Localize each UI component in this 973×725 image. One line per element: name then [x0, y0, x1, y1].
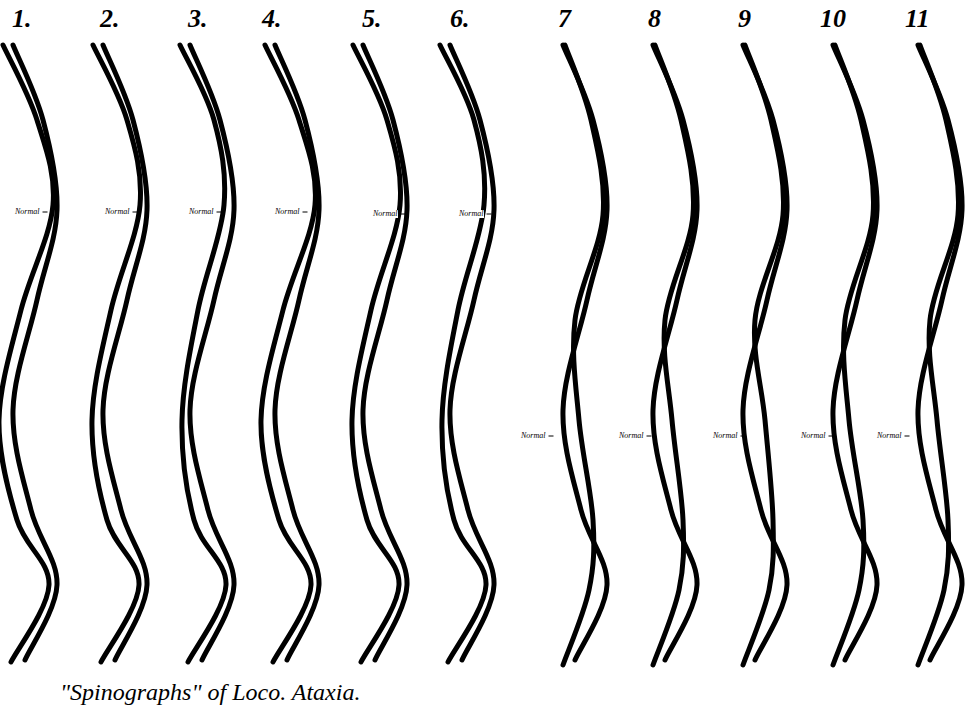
- spine-curve: [563, 45, 604, 665]
- figure-number: 7: [558, 6, 571, 32]
- marker-tick: [549, 436, 554, 437]
- spine-curve: [103, 45, 147, 660]
- figure-number: 10: [820, 6, 846, 32]
- normal-marker: Normal: [800, 432, 826, 440]
- spine-curve: [653, 45, 694, 665]
- spine-curve: [450, 45, 494, 660]
- figure-number: 9: [738, 6, 751, 32]
- normal-marker: Normal: [520, 432, 546, 440]
- spine-curve: [0, 45, 53, 662]
- spine-curve: [440, 45, 486, 662]
- marker-tick: [133, 212, 138, 213]
- spine-curve: [352, 45, 401, 662]
- normal-marker: Normal: [618, 432, 644, 440]
- spine-curve: [92, 45, 141, 662]
- spine-curve: [261, 45, 315, 662]
- spine-curve: [833, 45, 877, 660]
- spine-curve: [918, 45, 959, 665]
- figure-number: 4.: [262, 6, 282, 32]
- figure-number: 8: [648, 6, 661, 32]
- marker-tick: [741, 436, 746, 437]
- figure-caption: "Spinographs" of Loco. Ataxia.: [60, 680, 360, 704]
- spine-curve: [743, 45, 787, 660]
- normal-marker: Normal: [14, 208, 40, 216]
- figure-number: 3.: [188, 6, 208, 32]
- spine-curve: [833, 45, 874, 665]
- normal-marker: Normal: [104, 208, 130, 216]
- spine-curve: [190, 45, 234, 660]
- marker-tick: [217, 212, 222, 213]
- marker-tick: [401, 214, 406, 215]
- figure-number: 1.: [12, 6, 32, 32]
- marker-tick: [487, 214, 492, 215]
- normal-marker: Normal: [274, 208, 300, 216]
- figure-number: 6.: [450, 6, 470, 32]
- spine-curve: [180, 45, 226, 662]
- marker-tick: [303, 212, 308, 213]
- normal-marker: Normal: [458, 210, 484, 218]
- spine-curve: [563, 45, 607, 660]
- spine-curve: [275, 45, 319, 660]
- marker-tick: [43, 212, 48, 213]
- spine-curve: [743, 45, 784, 665]
- normal-marker: Normal: [712, 432, 738, 440]
- normal-marker: Normal: [372, 210, 398, 218]
- marker-tick: [647, 436, 652, 437]
- spine-curve: [363, 45, 407, 660]
- marker-tick: [829, 436, 834, 437]
- figure-number: 11: [905, 6, 930, 32]
- normal-marker: Normal: [876, 432, 902, 440]
- figure-number: 5.: [362, 6, 382, 32]
- marker-tick: [905, 436, 910, 437]
- spine-curve: [653, 45, 697, 660]
- normal-marker: Normal: [188, 208, 214, 216]
- figure-number: 2.: [100, 6, 120, 32]
- spine-curve: [918, 45, 962, 660]
- spine-curve: [13, 45, 57, 660]
